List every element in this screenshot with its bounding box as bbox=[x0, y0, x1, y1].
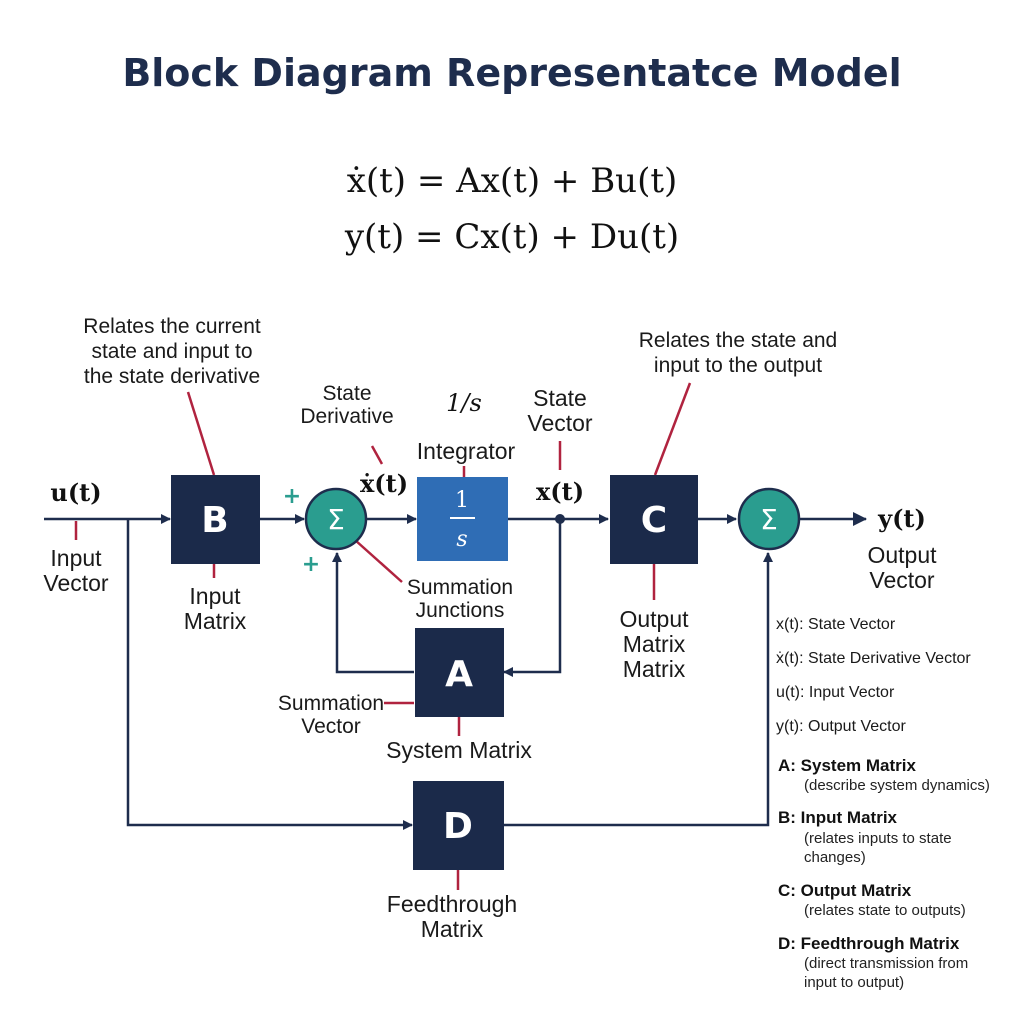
leader-c-note bbox=[653, 382, 692, 476]
leader-summation-junction bbox=[354, 539, 403, 583]
plus-sign-bottom: + bbox=[302, 552, 320, 577]
legend: x(t): State Vector ẋ(t): State Derivativ… bbox=[776, 616, 990, 991]
legend-vector-x: x(t): State Vector bbox=[776, 616, 896, 633]
integrator-numerator: 1 bbox=[455, 488, 469, 513]
legend-matrix-d-desc-2: input to output) bbox=[804, 974, 904, 991]
svg-text:input to the output: input to the output bbox=[654, 354, 822, 377]
svg-text:Output: Output bbox=[867, 542, 937, 568]
integrator-transfer-label: 1/s bbox=[446, 389, 482, 417]
summation-junction-1: Σ bbox=[304, 487, 368, 551]
svg-text:Matrix: Matrix bbox=[421, 916, 484, 942]
legend-matrix-b-desc-1: (relates inputs to state bbox=[804, 830, 952, 847]
legend-matrix-b: B: Input Matrix bbox=[778, 808, 898, 827]
signal-output: y(t) bbox=[877, 504, 926, 533]
svg-text:Derivative: Derivative bbox=[300, 405, 393, 428]
block-a: A bbox=[415, 628, 504, 717]
block-c-letter: C bbox=[641, 500, 667, 541]
input-vector-label: Input Vector bbox=[43, 545, 109, 596]
plus-sign-top: + bbox=[283, 484, 301, 509]
leader-b-note bbox=[186, 391, 216, 476]
wire-a-to-sum bbox=[332, 552, 414, 674]
summation-junctions-label: Summation Junctions bbox=[407, 576, 513, 622]
svg-text:Summation: Summation bbox=[407, 576, 513, 599]
svg-text:Vector: Vector bbox=[869, 567, 935, 593]
legend-matrix-d: D: Feedthrough Matrix bbox=[778, 934, 960, 953]
svg-text:Vector: Vector bbox=[43, 570, 109, 596]
legend-matrix-a-desc: (describe system dynamics) bbox=[804, 777, 990, 794]
svg-text:Feedthrough: Feedthrough bbox=[387, 891, 517, 917]
block-b: B bbox=[171, 475, 260, 564]
block-d-letter: D bbox=[443, 806, 473, 847]
svg-text:Vector: Vector bbox=[301, 715, 361, 738]
block-a-letter: A bbox=[445, 654, 473, 695]
legend-vector-xdot: ẋ(t): State Derivative Vector bbox=[776, 650, 971, 667]
summation-junction-2: Σ bbox=[737, 487, 801, 551]
b-note: Relates the current state and input to t… bbox=[83, 315, 261, 388]
leader-state-derivative bbox=[370, 445, 384, 465]
b-label: Input Matrix bbox=[184, 583, 247, 634]
signal-state-derivative: ẋ(t) bbox=[360, 469, 408, 498]
svg-text:Matrix: Matrix bbox=[184, 608, 247, 634]
legend-vector-y: y(t): Output Vector bbox=[776, 718, 907, 735]
state-vector-label: State Vector bbox=[527, 385, 593, 436]
summation-vector-label: Summation Vector bbox=[278, 692, 384, 738]
output-vector-label: Output Vector bbox=[867, 542, 937, 593]
signal-input: u(t) bbox=[50, 478, 101, 507]
sum-symbol-2: Σ bbox=[760, 503, 778, 536]
svg-text:State: State bbox=[322, 382, 371, 405]
legend-matrix-c: C: Output Matrix bbox=[778, 881, 912, 900]
svg-text:Matrix: Matrix bbox=[623, 631, 686, 657]
integrator-label: Integrator bbox=[417, 438, 516, 464]
page-title: Block Diagram Representatce Model bbox=[122, 51, 901, 95]
state-equation: ẋ(t) = Ax(t) + Bu(t) bbox=[347, 161, 678, 201]
wire-state-to-a bbox=[503, 519, 562, 677]
svg-text:Input: Input bbox=[50, 545, 102, 571]
svg-text:Relates the state and: Relates the state and bbox=[639, 329, 837, 352]
svg-text:the state derivative: the state derivative bbox=[84, 365, 260, 388]
legend-matrix-d-desc-1: (direct transmission from bbox=[804, 955, 968, 972]
junction-dot bbox=[555, 514, 565, 524]
sum-symbol-1: Σ bbox=[327, 503, 345, 536]
c-note: Relates the state and input to the outpu… bbox=[639, 329, 837, 377]
svg-text:Output: Output bbox=[619, 606, 689, 632]
svg-text:Relates the current: Relates the current bbox=[83, 315, 261, 338]
legend-vector-u: u(t): Input Vector bbox=[776, 684, 895, 701]
block-b-letter: B bbox=[201, 500, 228, 541]
legend-matrix-a: A: System Matrix bbox=[778, 756, 916, 775]
svg-text:Vector: Vector bbox=[527, 410, 593, 436]
d-label: Feedthrough Matrix bbox=[387, 891, 517, 942]
state-derivative-label: State Derivative bbox=[300, 382, 393, 428]
svg-text:Input: Input bbox=[189, 583, 241, 609]
block-d: D bbox=[413, 781, 504, 870]
integrator-block: 1 s bbox=[417, 477, 508, 561]
legend-matrix-c-desc: (relates state to outputs) bbox=[804, 902, 966, 919]
svg-text:Junctions: Junctions bbox=[416, 599, 505, 622]
signal-state: x(t) bbox=[536, 477, 584, 506]
wire-d-to-sum bbox=[504, 552, 773, 827]
svg-text:State: State bbox=[533, 385, 587, 411]
svg-text:state and input to: state and input to bbox=[91, 340, 252, 363]
integrator-denominator: s bbox=[456, 527, 467, 552]
svg-text:Matrix: Matrix bbox=[623, 656, 686, 682]
wire-input-to-d bbox=[126, 519, 413, 830]
c-label: Output Matrix Matrix bbox=[619, 606, 689, 682]
a-label: System Matrix bbox=[386, 737, 532, 763]
block-c: C bbox=[610, 475, 698, 564]
output-equation: y(t) = Cx(t) + Du(t) bbox=[344, 217, 679, 257]
legend-matrix-b-desc-2: changes) bbox=[804, 849, 866, 866]
svg-text:Summation: Summation bbox=[278, 692, 384, 715]
